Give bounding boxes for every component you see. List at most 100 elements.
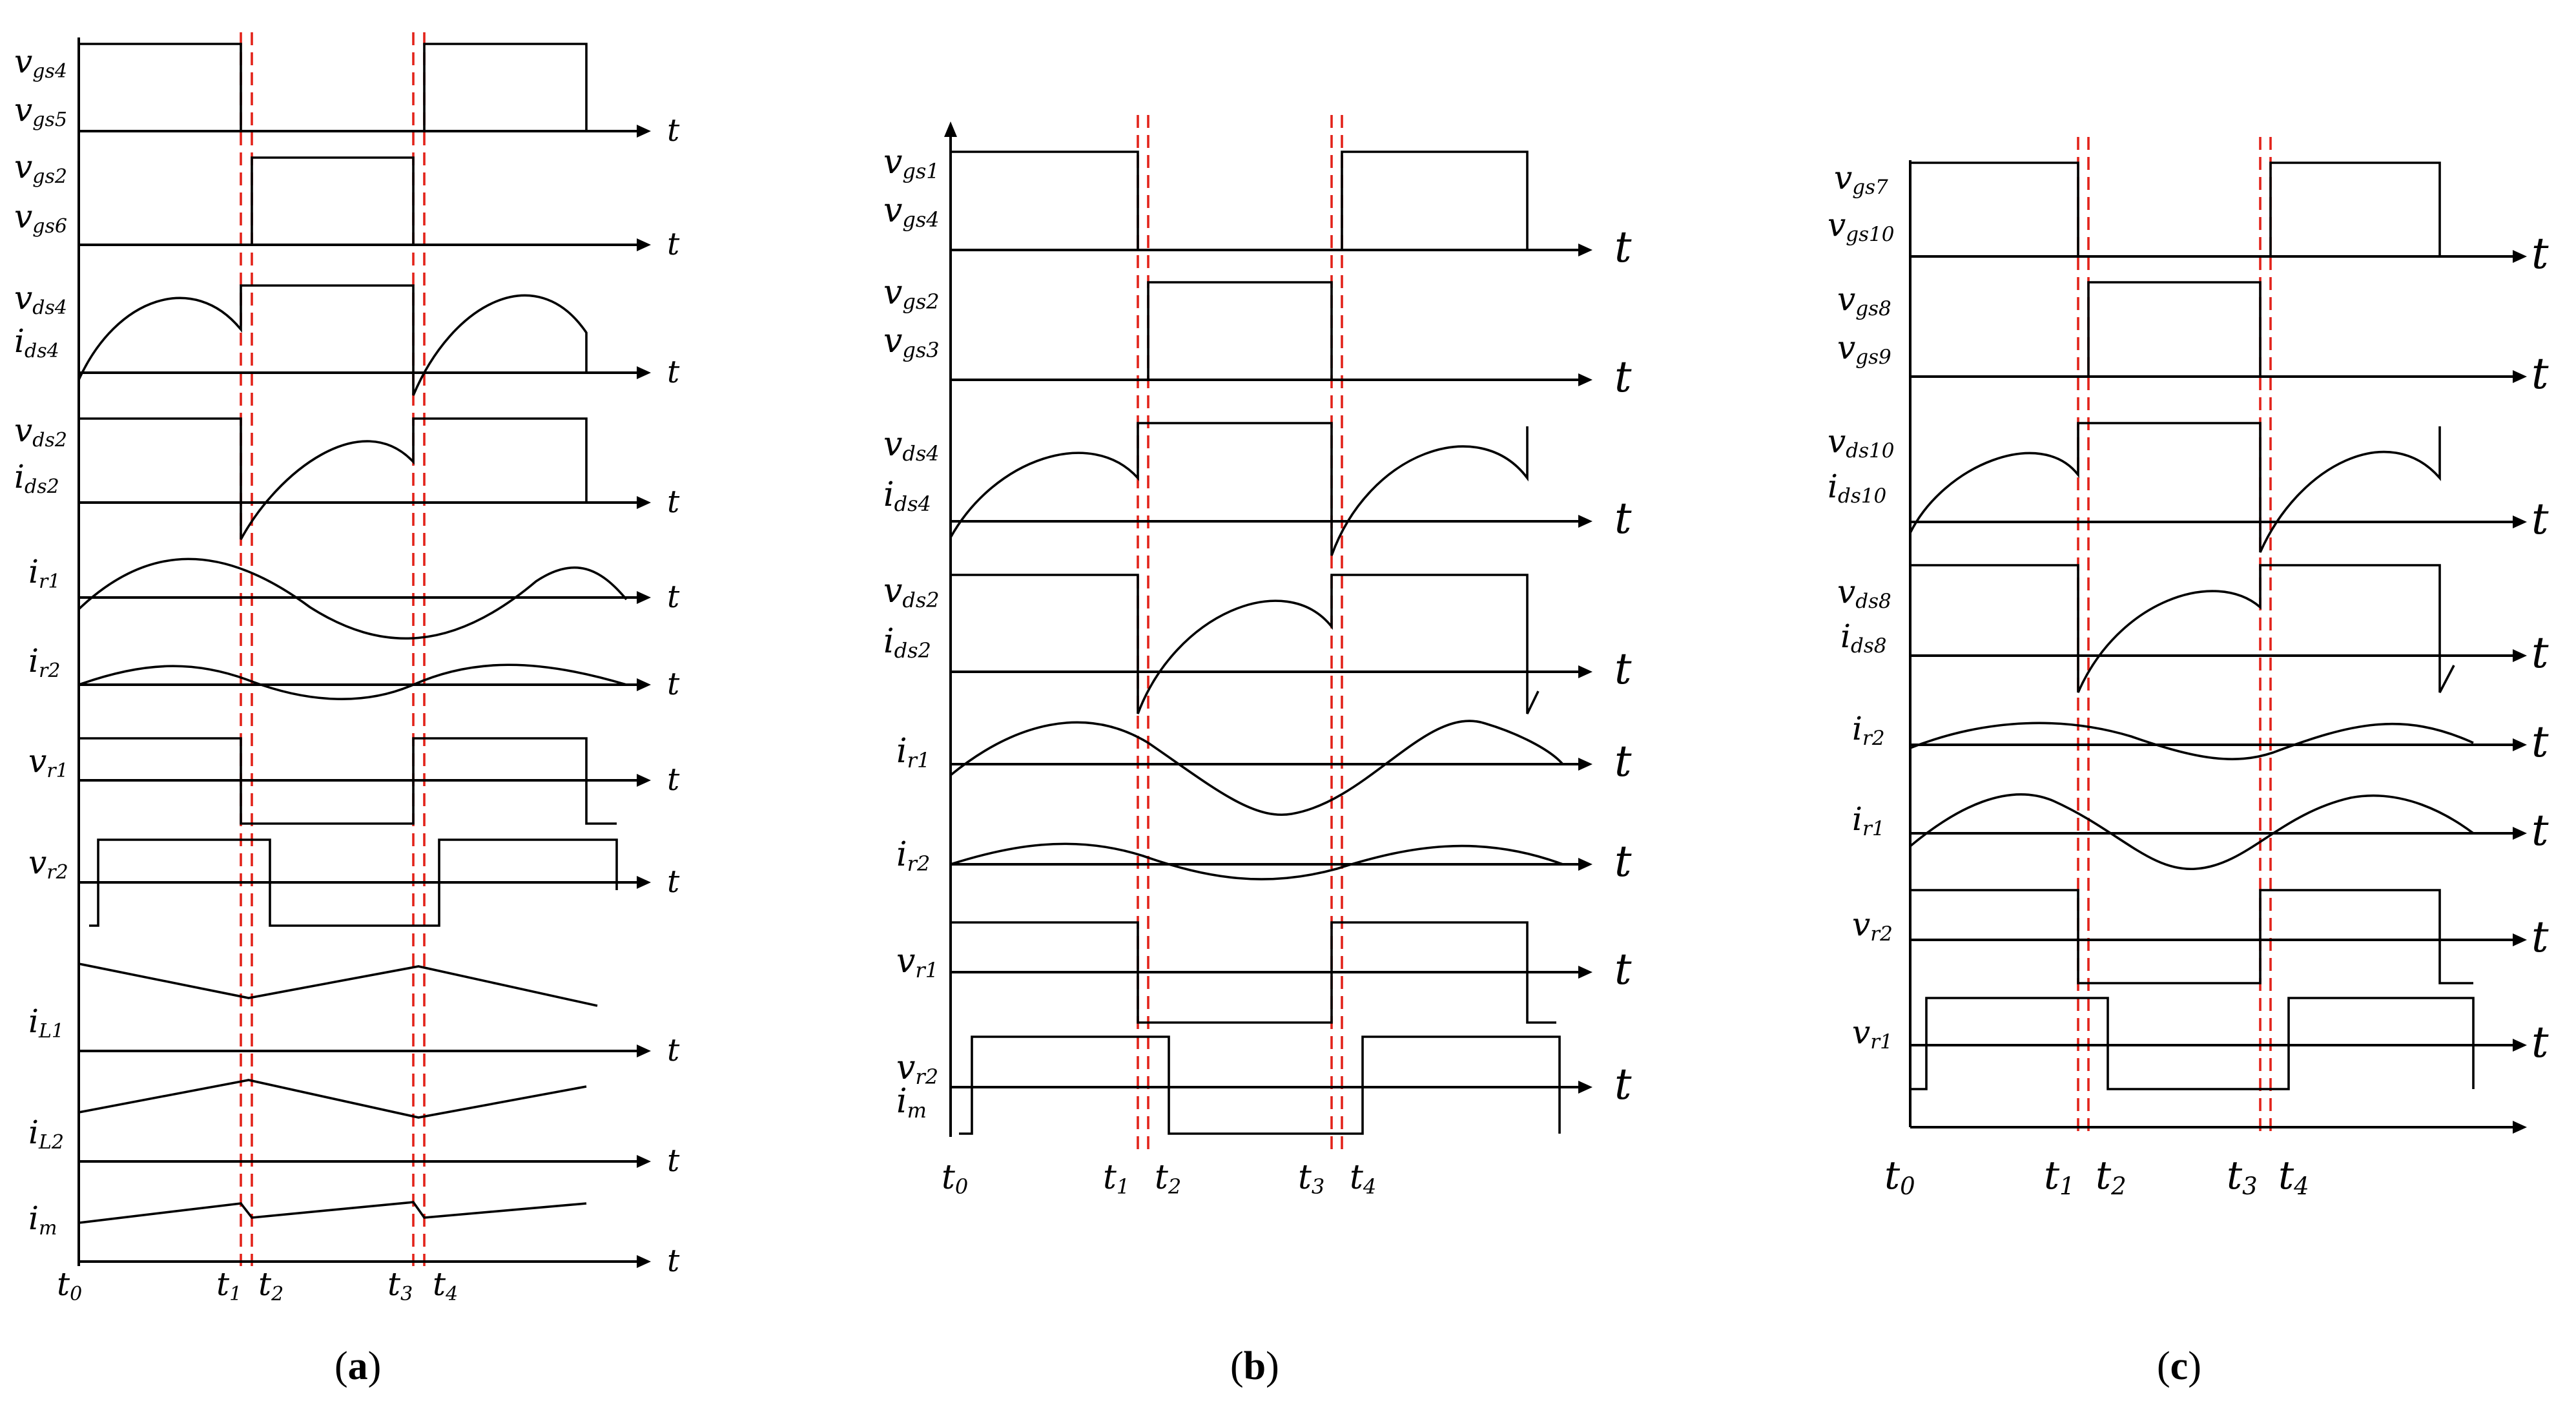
signal-label: vds2 bbox=[14, 411, 67, 452]
t-label: t bbox=[1614, 222, 1632, 272]
t-label: t bbox=[2531, 628, 2549, 678]
t-label: t bbox=[667, 484, 680, 520]
time-label-t1: t1 bbox=[1103, 1158, 1129, 1199]
signal-label: im bbox=[896, 1082, 927, 1123]
wave-ir2b bbox=[950, 842, 1563, 880]
time-label-t0: t0 bbox=[57, 1265, 82, 1305]
wave-ir2 bbox=[78, 663, 627, 700]
wave-ir1b bbox=[949, 720, 1564, 816]
axis-t-labels-a: t t t t t t t t t t t bbox=[667, 112, 680, 1279]
time-label-t0: t0 bbox=[942, 1158, 968, 1199]
y-arrow-b bbox=[944, 121, 957, 137]
t-label: t bbox=[667, 1143, 680, 1179]
time-label-t4: t4 bbox=[2278, 1153, 2309, 1200]
signal-label: ir2 bbox=[1852, 710, 1885, 750]
panel-a: t t t t t t t t t t t vgs4 vgs5 vgs2 vgs… bbox=[14, 32, 680, 1388]
axes-b bbox=[944, 121, 1592, 1137]
t-label: t bbox=[1614, 944, 1632, 994]
marker-lines-a bbox=[240, 32, 426, 1266]
t-label: t bbox=[667, 762, 680, 798]
signal-label: vgs8 bbox=[1837, 280, 1891, 320]
wave-vds8 bbox=[1910, 564, 2455, 693]
signal-label: vds4 bbox=[14, 279, 67, 319]
signal-label: iL1 bbox=[28, 1003, 64, 1043]
wave-ir1 bbox=[77, 557, 628, 640]
signal-labels-a: vgs4 vgs5 vgs2 vgs6 vds4 ids4 vds2 ids2 … bbox=[14, 43, 68, 1240]
time-label-t3: t3 bbox=[387, 1265, 413, 1305]
t-label: t bbox=[667, 354, 680, 390]
signal-label: vgs10 bbox=[1828, 206, 1894, 246]
signal-label: vgs2 bbox=[14, 148, 67, 188]
wave-vr1b bbox=[951, 921, 1556, 1024]
wave-vgs8 bbox=[2087, 281, 2262, 377]
signal-label: vr1 bbox=[896, 942, 938, 983]
signal-label: ir1 bbox=[28, 553, 60, 593]
wave-vds2b bbox=[951, 574, 1540, 714]
wave-vr1c bbox=[1910, 997, 2475, 1090]
signal-label: vgs3 bbox=[883, 322, 940, 362]
t-label: t bbox=[2531, 806, 2549, 855]
signal-label: vds8 bbox=[1837, 573, 1891, 613]
caption-a: (a) bbox=[335, 1344, 381, 1388]
t-label: t bbox=[2531, 229, 2549, 278]
signal-label: ids2 bbox=[14, 458, 59, 498]
wave-vgs7 bbox=[1910, 161, 2441, 256]
signal-label: ids10 bbox=[1828, 468, 1886, 508]
t-label: t bbox=[667, 112, 680, 149]
axes-a bbox=[77, 37, 651, 1268]
signal-label: vr2 bbox=[28, 844, 68, 884]
wave-im bbox=[78, 1201, 587, 1224]
signal-label: iL2 bbox=[28, 1114, 64, 1154]
t-label: t bbox=[667, 226, 680, 262]
signal-label: ids4 bbox=[14, 322, 59, 362]
t-label: t bbox=[667, 666, 680, 702]
signal-label: vr1 bbox=[1852, 1014, 1893, 1054]
signal-label: im bbox=[28, 1200, 57, 1240]
wave-vds4b bbox=[949, 422, 1529, 556]
signal-label: vds2 bbox=[883, 572, 940, 612]
signal-label: vgs9 bbox=[1837, 329, 1891, 369]
signal-label: vgs2 bbox=[883, 273, 940, 314]
signal-label: vds10 bbox=[1828, 422, 1894, 463]
panel-c: t t t t t t t t vgs7 vgs10 vgs8 vgs9 vds… bbox=[1828, 137, 2549, 1388]
signal-label: vgs5 bbox=[14, 91, 67, 131]
wave-vgs2b bbox=[1147, 281, 1333, 380]
signal-label: ir1 bbox=[896, 732, 930, 773]
t-label: t bbox=[2531, 349, 2549, 399]
panel-b: t t t t t t t t vgs1 vgs4 vgs2 vgs3 vds4… bbox=[883, 115, 1632, 1388]
signal-label: ids4 bbox=[883, 475, 931, 516]
wave-vr1 bbox=[79, 737, 617, 825]
signal-label: vgs4 bbox=[883, 191, 940, 232]
signal-label: vgs1 bbox=[883, 143, 940, 183]
wave-vgs4 bbox=[79, 43, 588, 131]
wave-vr2b bbox=[959, 1035, 1561, 1135]
time-label-t1: t1 bbox=[216, 1265, 242, 1305]
t-label: t bbox=[1614, 736, 1632, 786]
signal-label: ids8 bbox=[1840, 618, 1886, 658]
t-label: t bbox=[667, 1243, 680, 1279]
t-label: t bbox=[1614, 837, 1632, 886]
time-labels-c: t0 t1 t2 t3 t4 bbox=[1884, 1153, 2309, 1200]
signal-label: vgs6 bbox=[14, 198, 67, 238]
waveforms-a bbox=[77, 43, 628, 1224]
t-label: t bbox=[667, 579, 680, 615]
signal-label: ir2 bbox=[896, 835, 930, 876]
time-label-t3: t3 bbox=[2227, 1153, 2258, 1200]
signal-label: vgs4 bbox=[14, 43, 67, 83]
time-label-t4: t4 bbox=[1350, 1158, 1376, 1199]
signal-labels-b: vgs1 vgs4 vgs2 vgs3 vds4 ids4 vds2 ids2 … bbox=[883, 143, 940, 1123]
time-label-t2: t2 bbox=[2096, 1153, 2127, 1200]
t-label: t bbox=[1614, 644, 1632, 694]
t-label: t bbox=[667, 1032, 680, 1068]
wave-vds2 bbox=[79, 417, 588, 540]
t-label: t bbox=[1614, 352, 1632, 402]
signal-labels-c: vgs7 vgs10 vgs8 vgs9 vds10 ids10 vds8 id… bbox=[1828, 159, 1894, 1054]
signal-label: vds4 bbox=[883, 425, 940, 466]
signal-label: ids2 bbox=[883, 622, 931, 663]
time-label-t4: t4 bbox=[433, 1265, 458, 1305]
wave-iL1 bbox=[78, 962, 598, 1007]
wave-ir2c bbox=[1910, 722, 2474, 760]
caption-b: (b) bbox=[1230, 1344, 1279, 1388]
